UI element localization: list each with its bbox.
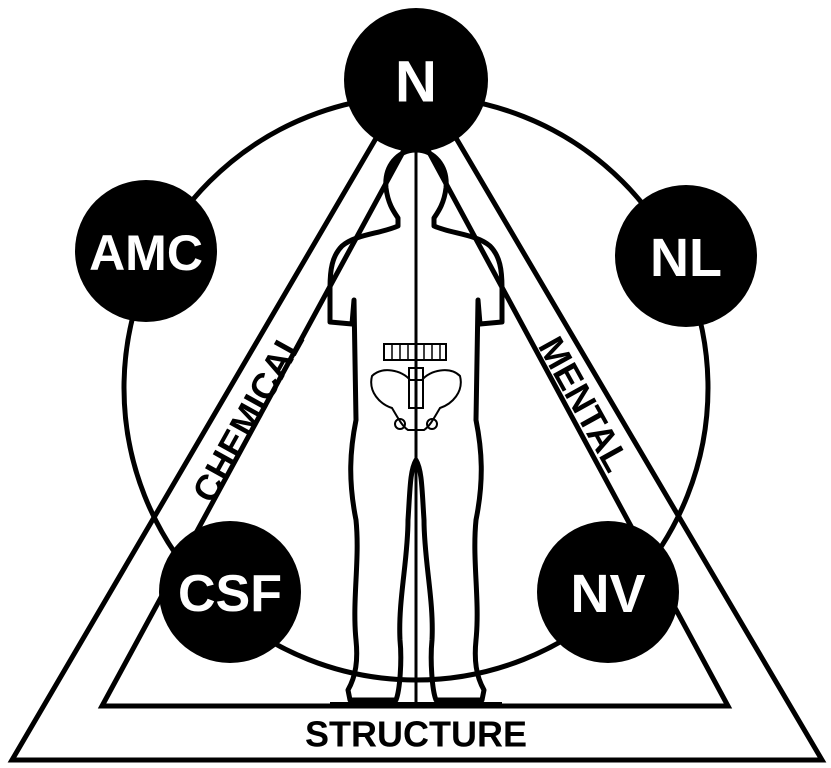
node-lower-left-label: CSF [178,565,282,623]
node-upper-right: NL [615,185,757,327]
node-top: N [344,8,488,152]
node-top-label: N [395,50,437,115]
node-lower-right: NV [537,521,679,663]
node-lower-left: CSF [159,521,301,663]
node-lower-right-label: NV [570,564,645,624]
pelvis-spine-icon [370,343,462,431]
node-upper-right-label: NL [650,228,722,288]
node-upper-left-label: AMC [89,225,203,281]
node-upper-left: AMC [75,180,217,322]
outer-triangle [7,65,827,763]
side-label-bottom: STRUCTURE [305,714,527,755]
side-label-left: CHEMICAL [184,323,312,509]
human-figure-icon [327,147,505,706]
